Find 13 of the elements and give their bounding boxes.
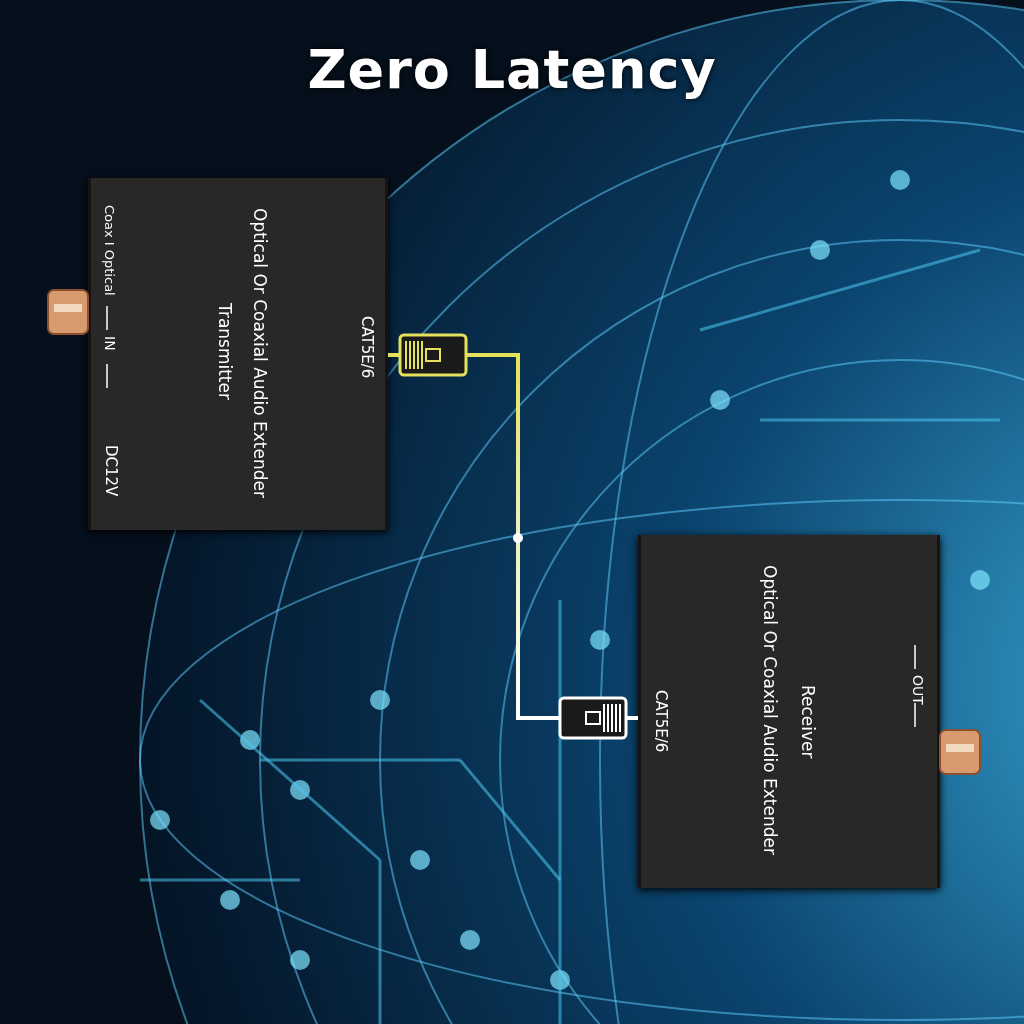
port-label: IN [103,336,117,351]
device-name: Optical Or Coaxial Audio Extender [761,565,778,855]
title: Zero Latency [306,38,718,101]
port-label: DC12V [103,445,118,497]
device-role: Receiver [799,685,816,759]
extender-device-box [88,178,388,530]
extender-device-box [638,535,940,888]
port-label: CAT5E/6 [359,316,374,379]
port-label: OUT [911,675,925,705]
device-name: Optical Or Coaxial Audio Extender [251,208,268,498]
port-label: CAT5E/6 [653,690,668,753]
device-role: Transmitter [216,303,233,400]
port-label: Coax I Optical [103,205,116,296]
